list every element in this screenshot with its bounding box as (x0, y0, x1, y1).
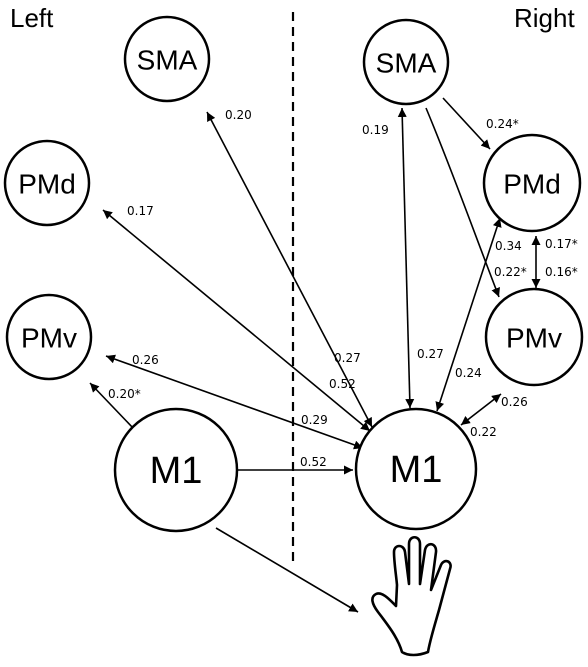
node-right-sma-label: SMA (376, 48, 437, 79)
edge-label: 0.19 (362, 123, 389, 137)
left-hemisphere-label: Left (10, 3, 54, 33)
node-right-pmd-label: PMd (503, 169, 561, 200)
node-left-m1-label: M1 (150, 450, 203, 492)
edge-right-pmd-right-m1 (435, 217, 502, 412)
edge-left-pmv-right-m1 (105, 354, 364, 450)
node-left-pmv-label: PMv (21, 323, 77, 354)
node-right-pmv: PMv (484, 287, 584, 387)
edge-right-sma-right-m1 (397, 107, 415, 409)
node-right-m1-label: M1 (390, 449, 443, 491)
edge-label: 0.26 (132, 353, 159, 367)
node-right-m1: M1 (354, 407, 478, 531)
node-left-pmv: PMv (5, 293, 93, 381)
edge-left-pmd-right-m1 (102, 209, 371, 432)
edge-left-m1-hand (215, 527, 359, 613)
edge-label: 0.34 (495, 239, 522, 253)
edge-label: 0.20 (225, 108, 252, 122)
node-right-sma: SMA (362, 18, 450, 106)
edge-label: 0.26 (501, 395, 528, 409)
edge-left-m1-left-pmv (89, 382, 135, 430)
node-right-pmd: PMd (482, 133, 582, 233)
node-left-m1: M1 (113, 407, 239, 533)
node-left-sma: SMA (123, 15, 211, 103)
edge-label: 0.24* (486, 117, 519, 131)
hand-icon (371, 535, 452, 657)
edge-label: 0.22 (470, 425, 497, 439)
edge-label: 0.24 (455, 366, 482, 380)
edge-label: 0.16* (545, 265, 578, 279)
node-left-pmd: PMd (3, 139, 91, 227)
edge-label: 0.22* (494, 265, 527, 279)
edge-label: 0.27 (334, 351, 361, 365)
edge-label: 0.52 (300, 455, 327, 469)
edge-label: 0.17 (127, 204, 154, 218)
edge-label: 0.20* (108, 387, 141, 401)
edge-right-pmv-right-m1 (460, 393, 502, 426)
node-right-pmv-label: PMv (506, 323, 562, 354)
edge-label: 0.17* (545, 237, 578, 251)
edge-label: 0.27 (417, 347, 444, 361)
right-hemisphere-label: Right (514, 3, 575, 33)
edge-label: 0.52 (329, 377, 356, 391)
node-left-pmd-label: PMd (18, 169, 76, 200)
node-left-sma-label: SMA (137, 45, 198, 76)
edge-right-sma-right-pmd (442, 97, 491, 150)
edge-label: 0.29 (301, 413, 328, 427)
